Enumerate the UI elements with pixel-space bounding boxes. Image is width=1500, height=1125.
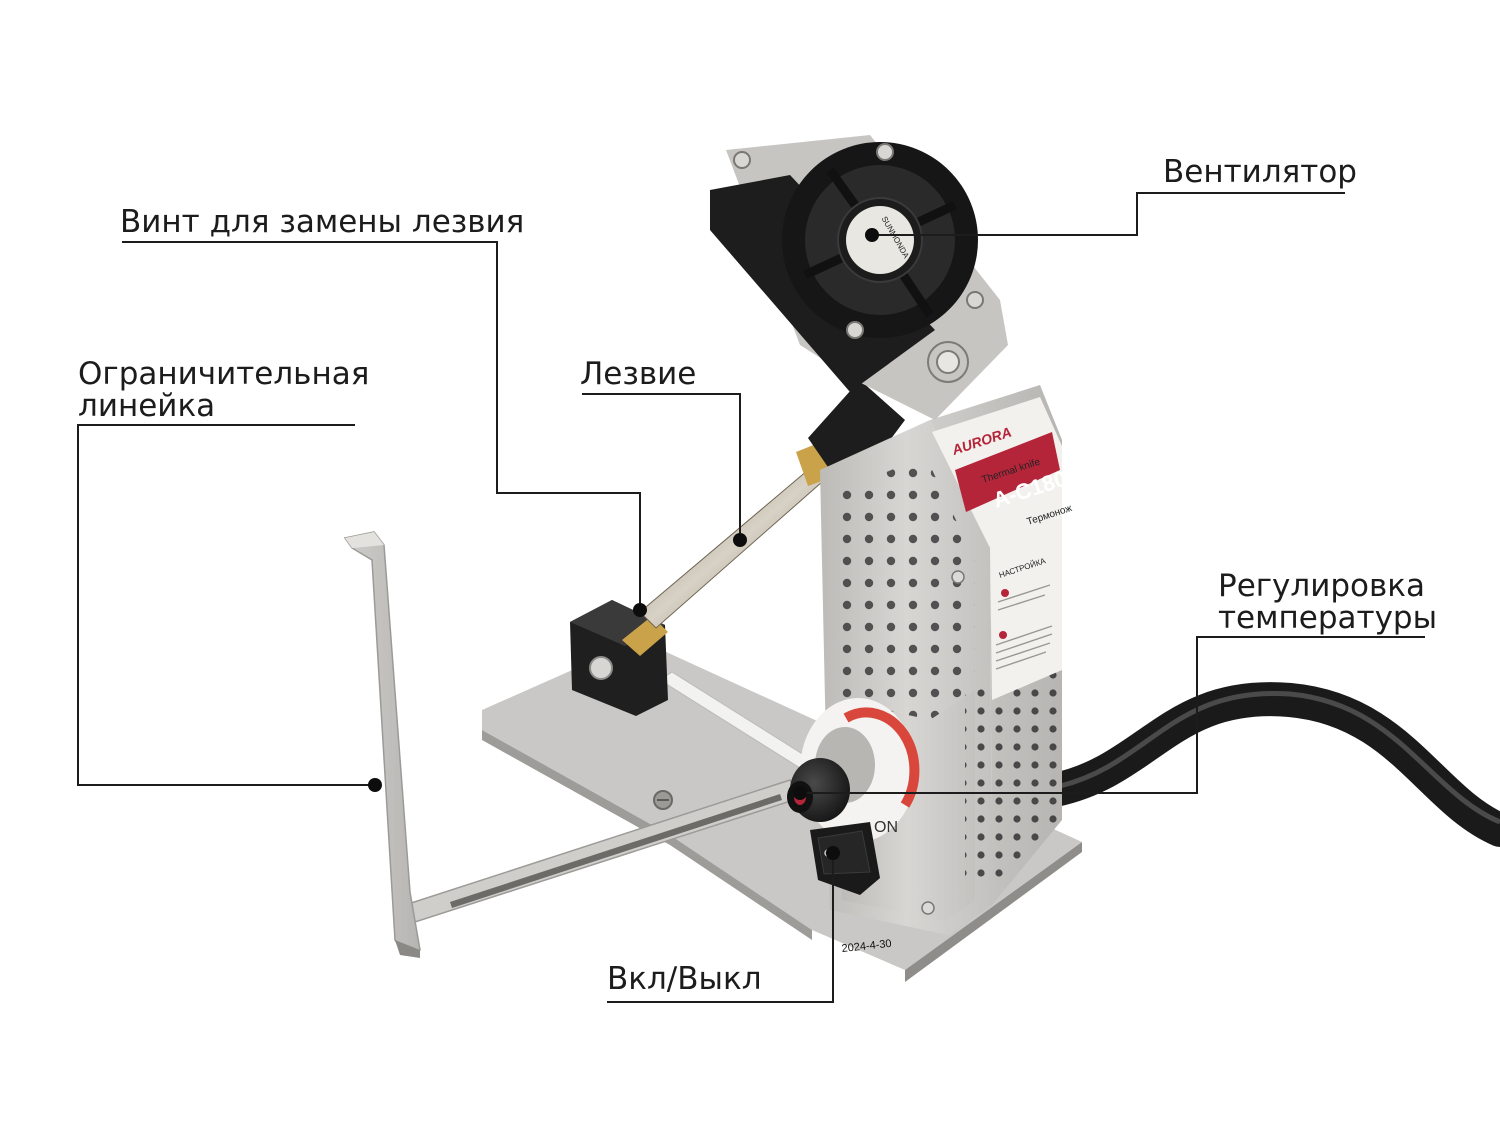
callout-temperature (800, 636, 1425, 794)
date-stamp: 2024-4-30 (841, 938, 892, 955)
label-blade-screw: Винт для замены лезвия (120, 204, 525, 240)
callout-blade (582, 393, 741, 540)
callout-lines (77, 192, 1425, 1003)
power-cable (1038, 682, 1500, 847)
label-fan: Вентилятор (1163, 154, 1357, 190)
callout-fan (872, 192, 1345, 236)
label-power-switch: Вкл/Выкл (607, 961, 762, 997)
callout-dots (368, 228, 879, 860)
blade (639, 469, 823, 629)
callout-power (607, 853, 834, 1003)
blade-arm (808, 380, 905, 480)
label-blade: Лезвие (580, 356, 697, 392)
callout-screw (122, 241, 641, 610)
callout-ruler (77, 424, 375, 786)
power-switch[interactable] (810, 822, 880, 895)
label-limit-ruler: Ограничительная линейка (78, 356, 370, 424)
dial-on-label: ON (874, 819, 898, 836)
fan-icon: SUNMONDA (782, 142, 978, 338)
limit-ruler (343, 531, 421, 956)
label-temperature-control: Регулировка температуры (1218, 568, 1438, 636)
